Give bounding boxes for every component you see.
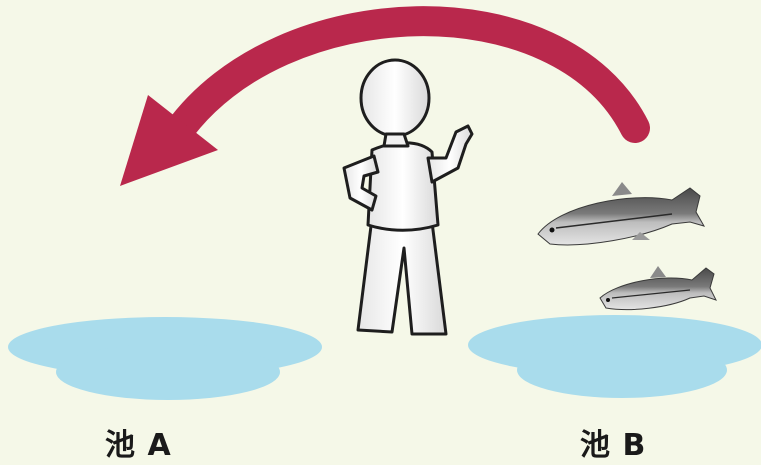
pond-b xyxy=(468,315,761,398)
curved-arrow-icon xyxy=(120,6,650,186)
fish-icon xyxy=(537,182,706,246)
fish-icon xyxy=(599,266,717,310)
person-figure-icon xyxy=(342,58,474,336)
pond-a xyxy=(8,317,322,400)
pond-b-label: 池 B xyxy=(580,428,647,463)
pond-a-label: 池 A xyxy=(105,428,172,463)
